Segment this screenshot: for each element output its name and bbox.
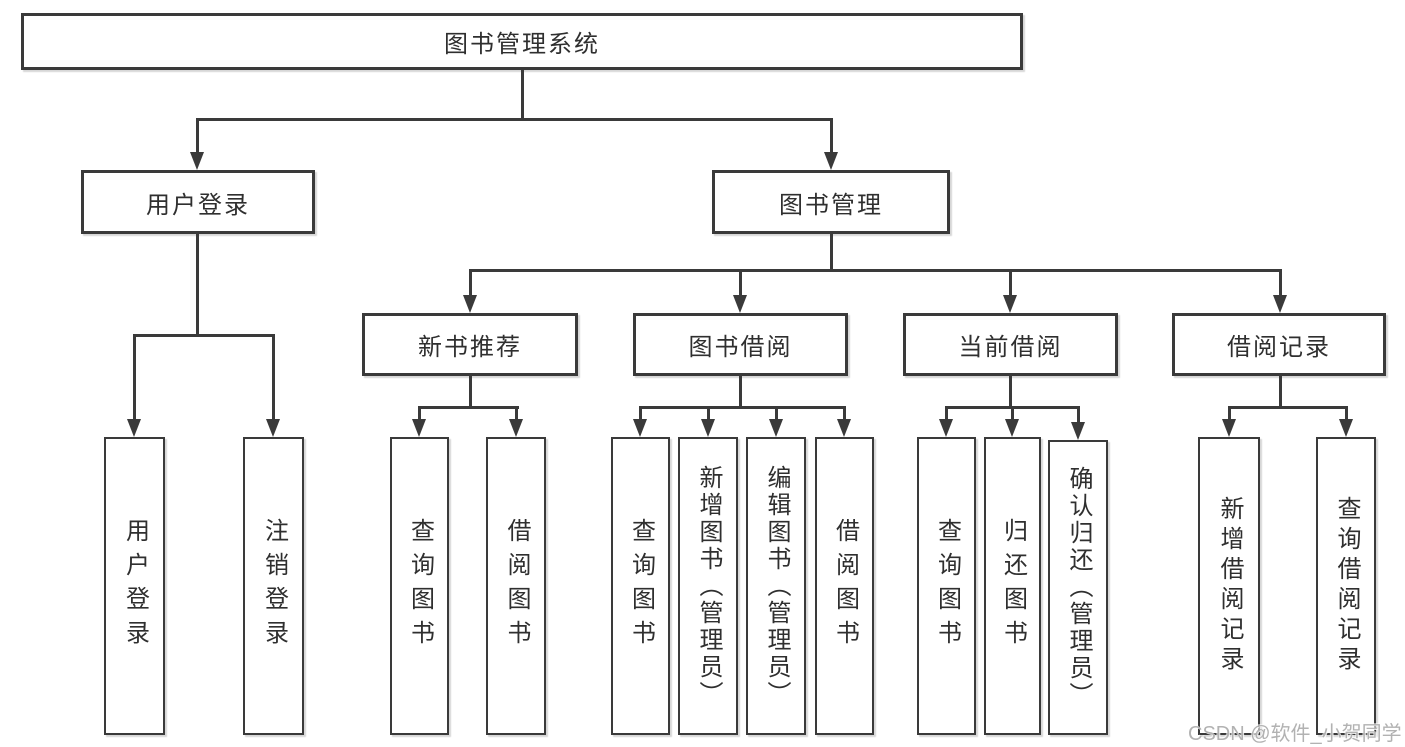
connector-drop <box>515 406 518 422</box>
arrow-down-icon <box>1005 419 1019 437</box>
leaf-query-borrow-record: 查询借阅记录 <box>1316 437 1376 735</box>
leaf-confirm-return-admin-label: 确认归还（管理员） <box>1065 466 1092 709</box>
leaf-borrow-books-1-label: 借阅图书 <box>503 518 530 654</box>
leaf-confirm-return-admin: 确认归还（管理员） <box>1048 440 1108 735</box>
leaf-add-borrow-record: 新增借阅记录 <box>1198 437 1260 735</box>
leaf-add-books-admin-label: 新增图书（管理员） <box>695 464 722 708</box>
leaf-borrow-books-2: 借阅图书 <box>815 437 874 735</box>
arrow-down-icon <box>1222 419 1236 437</box>
node-user-login-label: 用户登录 <box>146 191 250 219</box>
leaf-add-borrow-record-label: 新增借阅记录 <box>1216 496 1243 676</box>
arrow-down-icon <box>1071 422 1085 440</box>
leaf-return-books: 归还图书 <box>984 437 1041 735</box>
node-book-management: 图书管理 <box>712 170 950 234</box>
connector-drop-user-login <box>196 118 199 154</box>
connector-drop <box>1011 406 1014 422</box>
connector-drop <box>739 269 742 297</box>
connector-level1-hbar <box>196 118 833 121</box>
arrow-down-icon <box>1003 295 1017 313</box>
connector-hbar <box>418 406 519 409</box>
connector-stem <box>1009 376 1012 408</box>
connector-hbar <box>1228 406 1348 409</box>
connector-drop <box>133 334 136 421</box>
connector-drop <box>945 406 948 422</box>
connector-hbar <box>639 406 846 409</box>
connector-book-mgmt-stem <box>830 234 833 271</box>
leaf-query-books-1: 查询图书 <box>390 437 449 735</box>
arrow-down-icon <box>1339 419 1353 437</box>
node-current-borrow: 当前借阅 <box>903 313 1118 376</box>
node-book-borrow-label: 图书借阅 <box>688 334 793 361</box>
leaf-query-books-3-label: 查询图书 <box>933 518 961 654</box>
leaf-logout-label: 注销登录 <box>260 518 288 654</box>
node-new-book-recommend-label: 新书推荐 <box>418 334 522 361</box>
connector-stem <box>739 376 742 408</box>
leaf-edit-books-admin-label: 编辑图书（管理员） <box>763 464 790 708</box>
leaf-edit-books-admin: 编辑图书（管理员） <box>746 437 806 735</box>
arrow-down-icon <box>769 419 783 437</box>
node-book-management-label: 图书管理 <box>779 191 883 219</box>
connector-drop <box>1009 269 1012 297</box>
node-current-borrow-label: 当前借阅 <box>958 334 1063 361</box>
connector-user-login-stem <box>196 234 199 336</box>
connector-drop <box>1228 406 1231 422</box>
arrow-down-icon <box>1273 295 1287 313</box>
node-root-label: 图书管理系统 <box>444 31 600 58</box>
connector-drop <box>418 406 421 422</box>
leaf-user-login: 用户登录 <box>104 437 165 735</box>
connector-drop <box>469 269 472 297</box>
leaf-query-borrow-record-label: 查询借阅记录 <box>1333 496 1360 676</box>
leaf-query-books-3: 查询图书 <box>917 437 976 735</box>
connector-stem <box>1279 376 1282 408</box>
connector-drop <box>707 406 710 422</box>
connector-drop-book-mgmt <box>830 118 833 154</box>
node-borrow-records: 借阅记录 <box>1172 313 1386 376</box>
node-root: 图书管理系统 <box>21 13 1023 70</box>
node-book-borrow: 图书借阅 <box>633 313 848 376</box>
leaf-logout: 注销登录 <box>243 437 304 735</box>
arrow-down-icon <box>633 419 647 437</box>
arrow-down-icon <box>733 295 747 313</box>
connector-user-login-hbar <box>133 334 275 337</box>
leaf-add-books-admin: 新增图书（管理员） <box>678 437 738 735</box>
arrow-down-icon <box>412 419 426 437</box>
leaf-return-books-label: 归还图书 <box>999 518 1027 654</box>
arrow-down-icon <box>701 419 715 437</box>
arrow-down-icon <box>509 419 523 437</box>
connector-drop <box>775 406 778 422</box>
leaf-borrow-books-1: 借阅图书 <box>486 437 546 735</box>
connector-drop <box>272 334 275 421</box>
connector-drop <box>1077 406 1080 422</box>
node-user-login: 用户登录 <box>81 170 315 234</box>
connector-drop <box>639 406 642 422</box>
connector-level3-hbar <box>469 269 1282 272</box>
arrow-down-icon <box>190 152 204 170</box>
leaf-query-books-2: 查询图书 <box>611 437 670 735</box>
csdn-watermark: CSDN @软件_小贺同学 <box>1188 723 1402 745</box>
arrow-down-icon <box>939 419 953 437</box>
connector-stem <box>469 376 472 408</box>
node-new-book-recommend: 新书推荐 <box>362 313 578 376</box>
arrow-down-icon <box>824 152 838 170</box>
arrow-down-icon <box>127 419 141 437</box>
connector-root-stem <box>521 70 524 118</box>
connector-drop <box>843 406 846 422</box>
leaf-borrow-books-2-label: 借阅图书 <box>831 518 859 654</box>
leaf-query-books-1-label: 查询图书 <box>406 518 434 654</box>
connector-drop <box>1279 269 1282 297</box>
arrow-down-icon <box>463 295 477 313</box>
leaf-query-books-2-label: 查询图书 <box>627 518 655 654</box>
arrow-down-icon <box>837 419 851 437</box>
connector-drop <box>1345 406 1348 422</box>
leaf-user-login-label: 用户登录 <box>121 518 149 654</box>
arrow-down-icon <box>266 419 280 437</box>
node-borrow-records-label: 借阅记录 <box>1227 334 1331 361</box>
